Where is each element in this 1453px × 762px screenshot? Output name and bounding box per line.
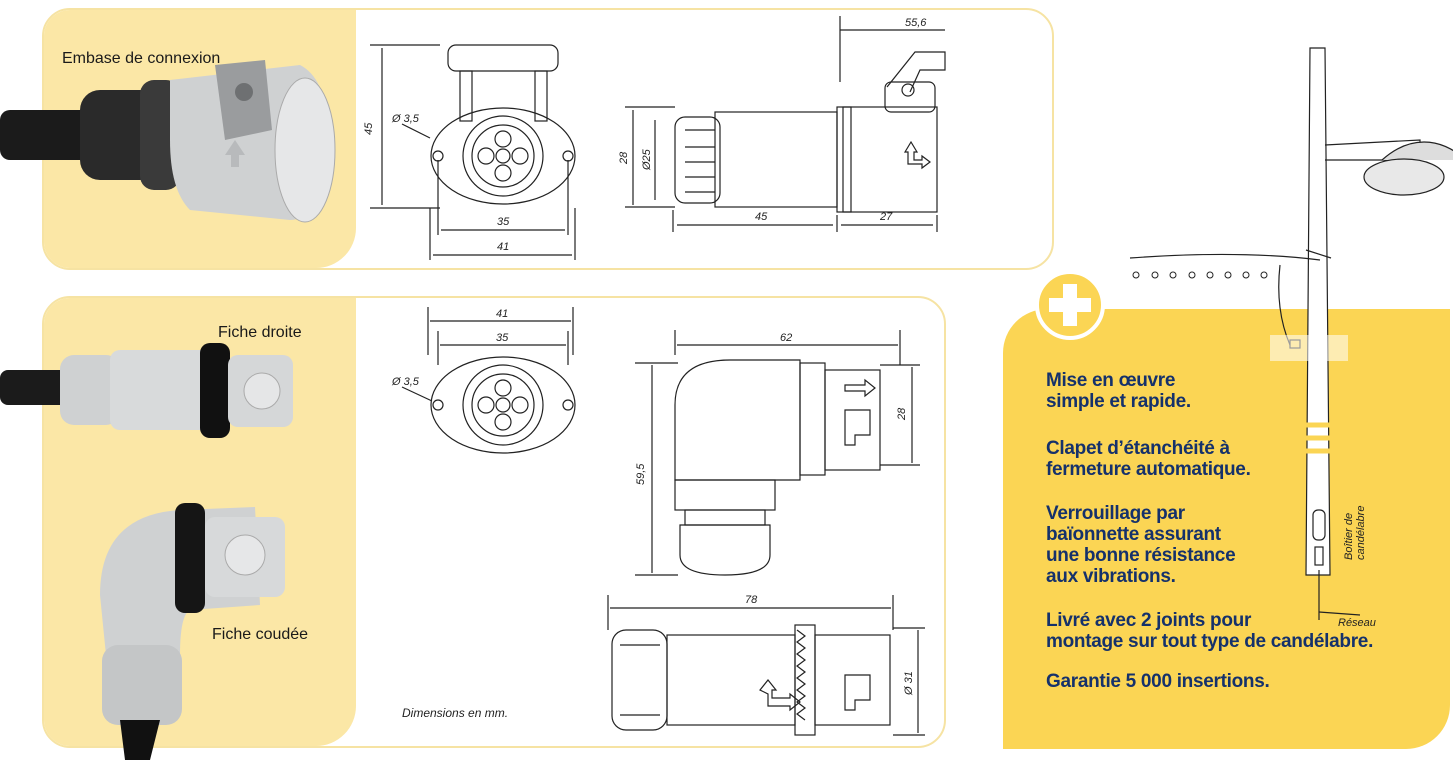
feature-3-line3: une bonne résistance <box>1046 545 1236 566</box>
dim-55-6: 55,6 <box>905 17 927 29</box>
fiche-droite-photo <box>0 343 293 438</box>
plus-badge-icon <box>1035 270 1105 340</box>
feature-4: Livré avec 2 joints pour montage sur tou… <box>1046 610 1373 652</box>
feature-3: Verrouillage par baïonnette assurant une… <box>1046 503 1236 587</box>
dim-28-top: 28 <box>618 151 630 165</box>
dim-41-bottom: 41 <box>496 308 508 320</box>
feature-4-line1: Livré avec 2 joints pour <box>1046 610 1252 631</box>
feature-1-line1: Mise en œuvre <box>1046 370 1176 391</box>
dim-41: 41 <box>497 241 509 253</box>
dim-hole-top: Ø 3,5 <box>391 113 420 125</box>
dim-hole-bottom: Ø 3,5 <box>391 376 420 388</box>
embase-photo <box>0 60 336 223</box>
feature-2-line2: fermeture automatique. <box>1046 459 1251 480</box>
feature-3-line4: aux vibrations. <box>1046 566 1176 587</box>
fiche-coudee-drawing: 59,5 62 28 <box>635 330 920 576</box>
dim-25: Ø25 <box>641 148 653 171</box>
network-label: Réseau <box>1338 617 1376 629</box>
fiche-droite-side-drawing: 78 Ø 31 <box>607 594 925 736</box>
feature-1-line2: simple et rapide. <box>1046 391 1191 412</box>
dim-35: 35 <box>497 216 510 228</box>
dim-27: 27 <box>879 211 893 223</box>
embase-front-drawing: 45 Ø 3,5 35 41 <box>363 44 576 260</box>
dim-78: 78 <box>745 594 758 606</box>
feature-2: Clapet d’étanchéité à fermeture automati… <box>1046 438 1251 480</box>
dim-62: 62 <box>780 332 792 344</box>
feature-3-line2: baïonnette assurant <box>1046 524 1221 545</box>
feature-4-line2: montage sur tout type de candélabre. <box>1046 631 1374 652</box>
feature-5-line1: Garantie 5 000 insertions. <box>1046 671 1270 692</box>
box-label: Boîtier de candélabre <box>1343 506 1367 560</box>
dim-45: 45 <box>363 122 375 135</box>
box-label-line2: candélabre <box>1355 506 1367 560</box>
dim-45b: 45 <box>755 211 768 223</box>
embase-side-drawing: 28 Ø25 45 27 55,6 <box>618 16 946 232</box>
lamppost-diagram: Boîtier de candélabre Réseau <box>1129 47 1453 629</box>
feature-2-line1: Clapet d’étanchéité à <box>1046 438 1230 459</box>
dim-31: Ø 31 <box>903 671 915 696</box>
feature-1: Mise en œuvre simple et rapide. <box>1046 370 1191 412</box>
fiche-droite-caption: Fiche droite <box>218 324 302 341</box>
features-box <box>1003 309 1450 749</box>
fiche-front-drawing: 41 35 Ø 3,5 <box>391 307 576 454</box>
feature-5: Garantie 5 000 insertions. <box>1046 671 1270 692</box>
dim-59-5: 59,5 <box>635 463 647 485</box>
box-label-line1: Boîtier de <box>1343 513 1355 560</box>
fiche-coudee-photo <box>100 503 285 760</box>
dimensions-note: Dimensions en mm. <box>402 706 509 720</box>
embase-caption: Embase de connexion <box>62 50 221 67</box>
fiche-coudee-caption: Fiche coudée <box>212 626 309 643</box>
dim-35-bottom: 35 <box>496 332 509 344</box>
dim-28-bottom: 28 <box>896 407 908 421</box>
feature-3-line1: Verrouillage par <box>1046 503 1185 524</box>
